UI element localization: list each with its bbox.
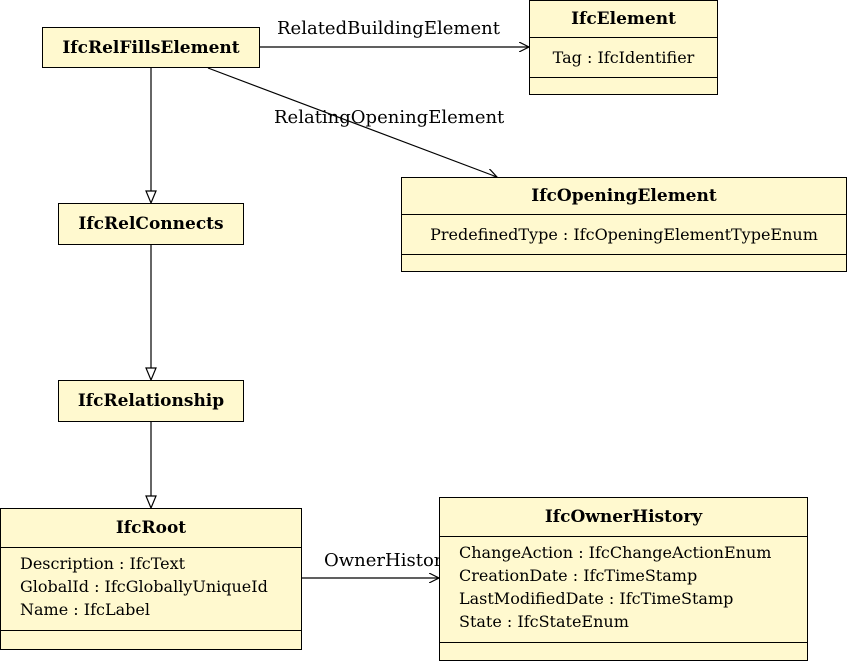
class-ifc-rel-fills-element: IfcRelFillsElement (42, 27, 260, 68)
class-name: IfcOwnerHistory (544, 507, 703, 527)
class-attributes: Tag : IfcIdentifier (530, 37, 717, 77)
class-attributes: Description : IfcText GlobalId : IfcGlob… (1, 547, 301, 630)
association-relating-opening-element (207, 67, 497, 177)
generalization-relationship-to-root (145, 422, 157, 510)
class-attributes: ChangeAction : IfcChangeActionEnum Creat… (440, 536, 807, 642)
class-name: IfcRelConnects (78, 214, 224, 234)
class-ifc-relationship: IfcRelationship (58, 380, 244, 422)
class-ifc-element: IfcElement Tag : IfcIdentifier (529, 0, 718, 95)
class-name: IfcRelationship (77, 391, 225, 411)
attribute: Name : IfcLabel (20, 600, 150, 619)
attribute: State : IfcStateEnum (459, 612, 629, 631)
class-operations (440, 642, 807, 660)
class-operations (402, 254, 846, 271)
class-operations (1, 630, 301, 649)
class-name: IfcOpeningElement (531, 186, 717, 206)
attribute: GlobalId : IfcGloballyUniqueId (20, 577, 268, 596)
class-name: IfcRelFillsElement (62, 37, 240, 58)
label-owner-history: OwnerHistory (324, 550, 453, 571)
class-ifc-owner-history: IfcOwnerHistory ChangeAction : IfcChange… (439, 497, 808, 661)
attribute: Description : IfcText (20, 554, 186, 573)
class-ifc-rel-connects: IfcRelConnects (58, 203, 244, 245)
class-operations (530, 77, 717, 94)
label-related-building-element: RelatedBuildingElement (277, 18, 500, 39)
class-attributes: PredefinedType : IfcOpeningElementTypeEn… (402, 214, 846, 254)
class-name: IfcElement (571, 9, 676, 29)
generalization-relfillselement-to-relconnects (145, 68, 157, 205)
attribute: ChangeAction : IfcChangeActionEnum (459, 543, 772, 562)
class-ifc-root: IfcRoot Description : IfcText GlobalId :… (0, 508, 302, 650)
attribute: Tag : IfcIdentifier (552, 48, 695, 67)
label-relating-opening-element: RelatingOpeningElement (274, 107, 505, 128)
attribute: PredefinedType : IfcOpeningElementTypeEn… (430, 225, 818, 244)
attribute: LastModifiedDate : IfcTimeStamp (459, 589, 734, 608)
class-ifc-opening-element: IfcOpeningElement PredefinedType : IfcOp… (401, 177, 847, 272)
attribute: CreationDate : IfcTimeStamp (459, 566, 698, 585)
generalization-relconnects-to-relationship (145, 245, 157, 382)
class-name: IfcRoot (115, 518, 187, 538)
